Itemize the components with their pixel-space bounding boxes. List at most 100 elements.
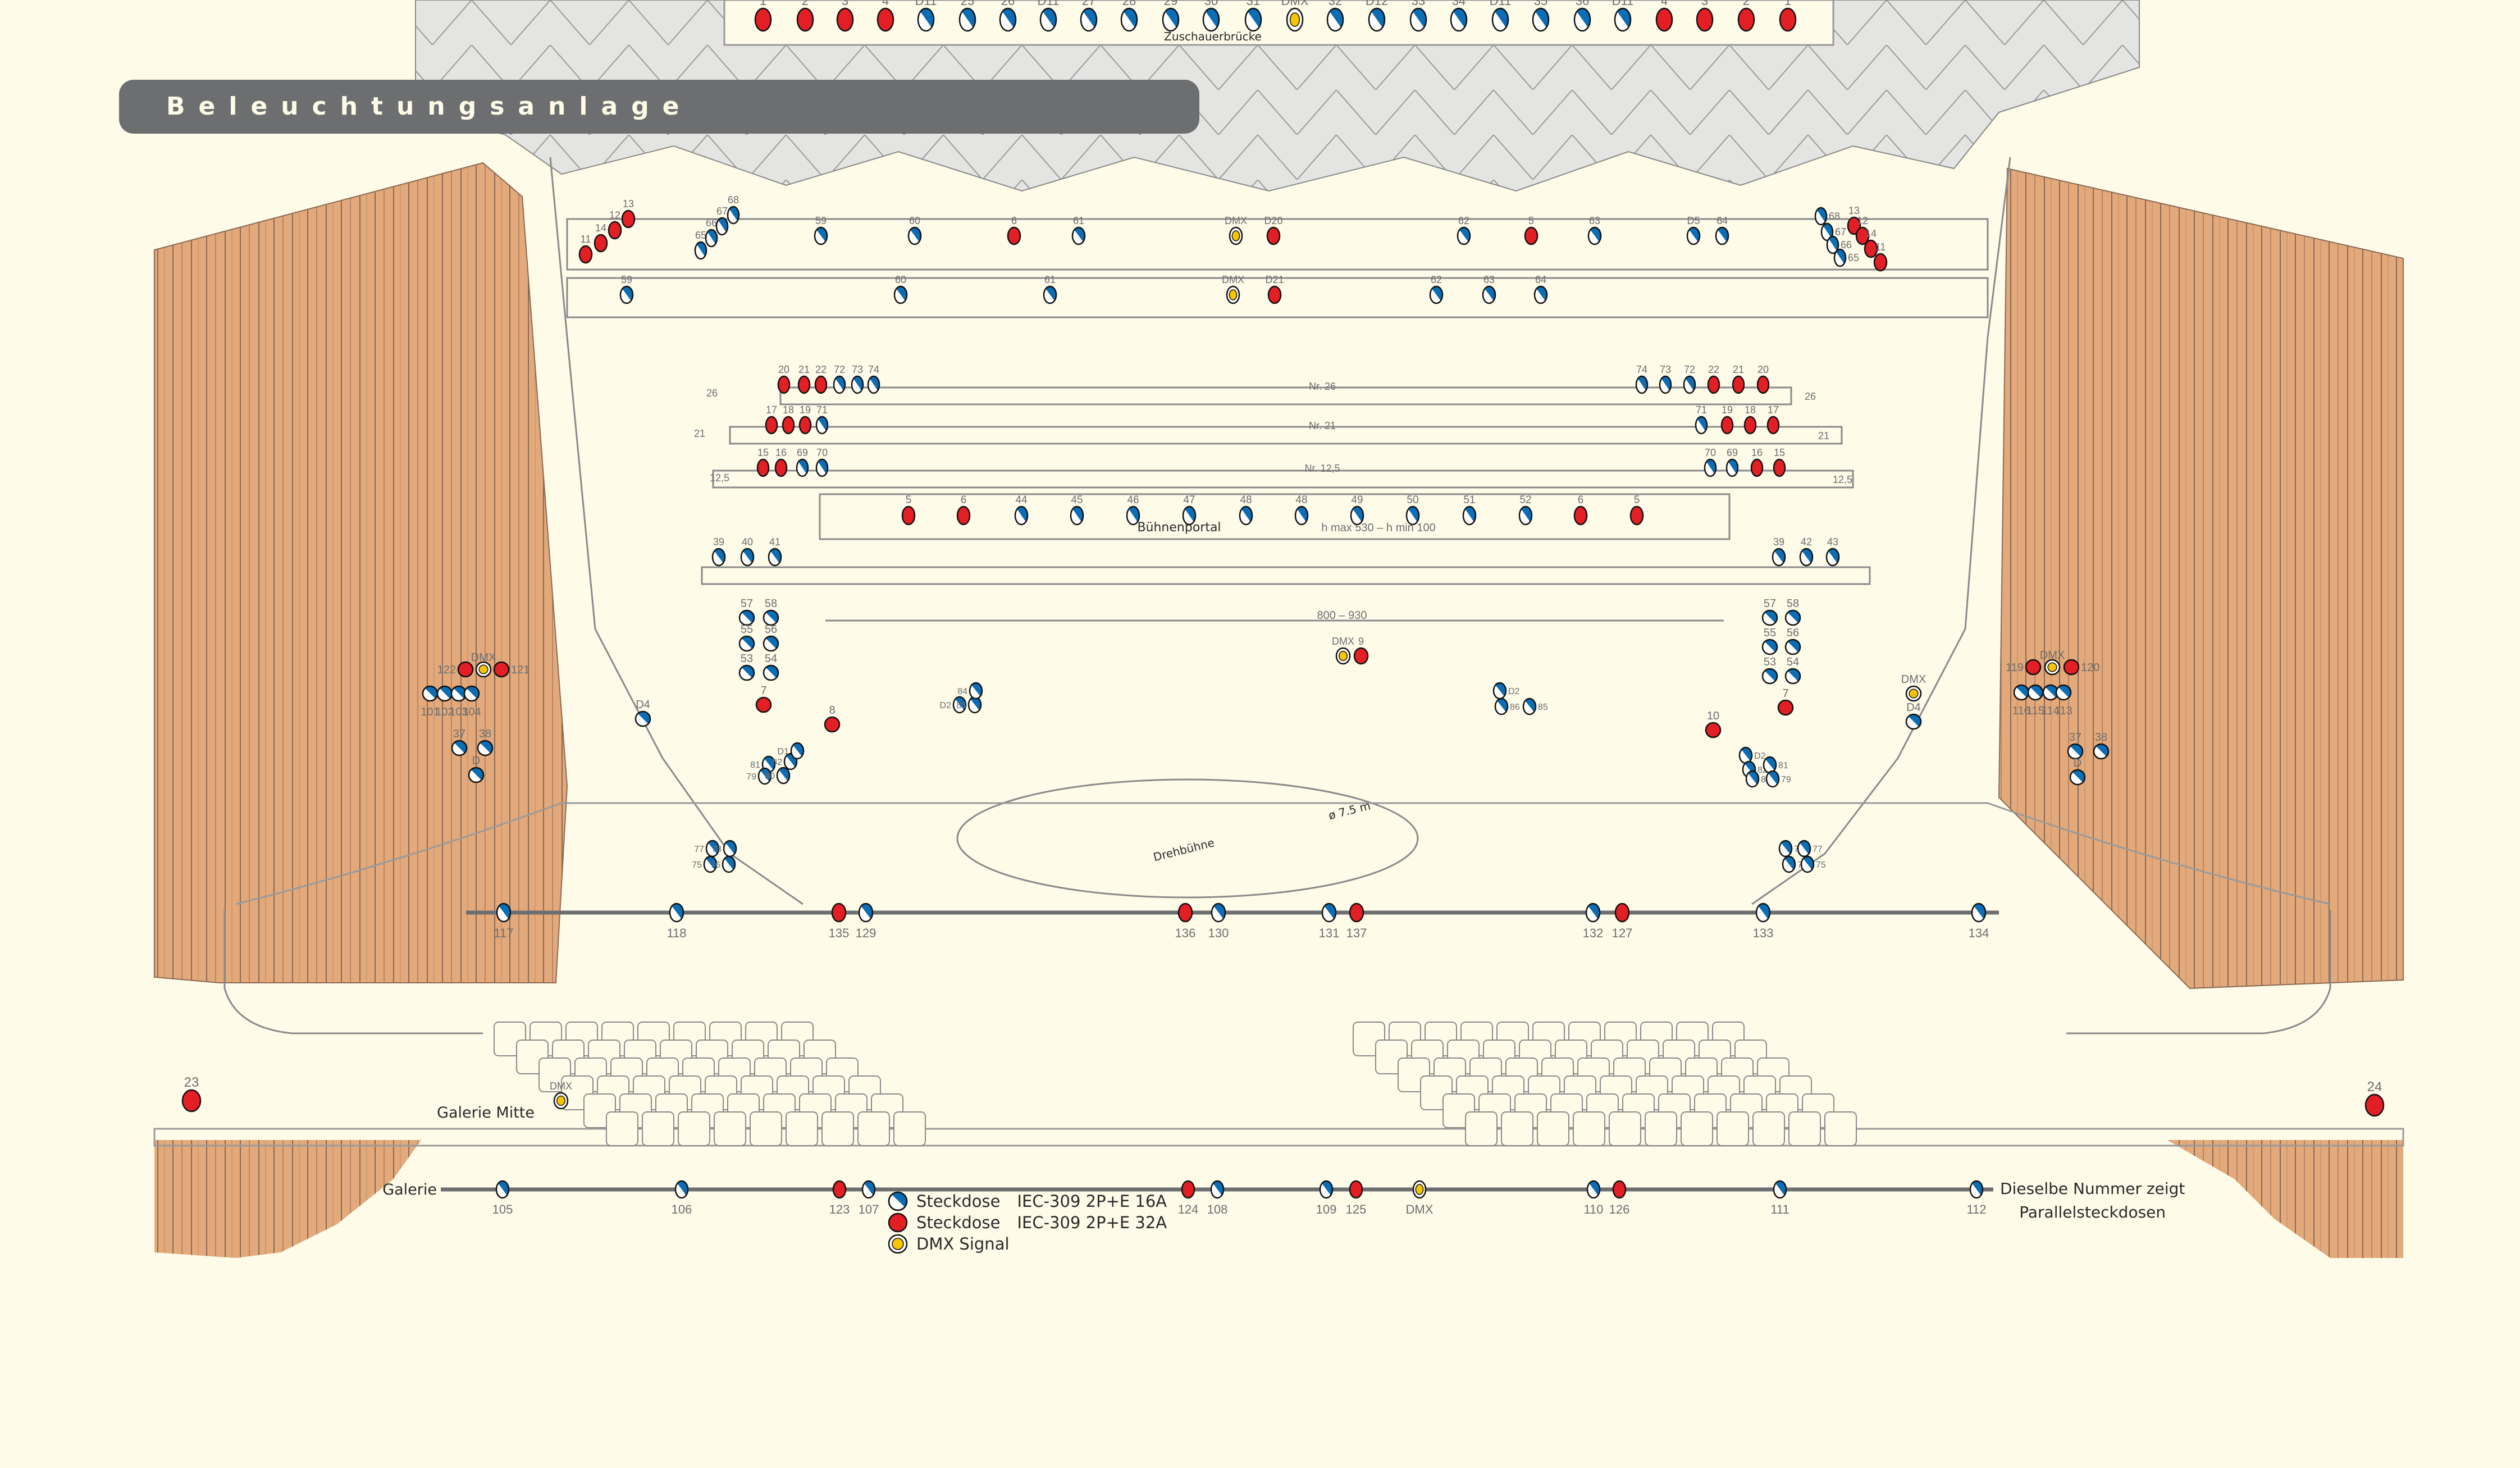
socket-16a-icon <box>1071 226 1086 245</box>
socket-16a-icon <box>1799 548 1814 567</box>
socket-16a-icon <box>1319 1180 1334 1199</box>
socket-16a-icon <box>1814 207 1828 226</box>
socket-16a-icon <box>1773 1180 1787 1199</box>
socket-16a-icon <box>477 740 494 756</box>
socket-16a-icon <box>763 609 779 626</box>
socket-32a-icon <box>594 234 608 253</box>
socket-label: 62 <box>1431 274 1442 285</box>
socket-label: D21 <box>1265 274 1284 285</box>
socket-16a-icon <box>1211 902 1226 923</box>
socket-16a-icon <box>669 902 684 923</box>
socket-label: 76 <box>710 860 720 870</box>
zuschauerbruecke-label: Zuschauerbrücke <box>1164 30 1262 43</box>
ceiling-structure <box>415 0 2140 192</box>
socket-label: 10 <box>1707 710 1719 722</box>
socket-label: 32 <box>1329 0 1342 8</box>
socket-16a-icon <box>1586 1180 1601 1199</box>
socket-label: 110 <box>1583 1202 1603 1216</box>
seat <box>821 1111 854 1146</box>
socket-32a-icon <box>1766 416 1780 435</box>
socket-16a-icon <box>1294 505 1309 526</box>
socket-label: 21 <box>1733 364 1744 375</box>
socket-label: 25 <box>961 0 974 8</box>
socket-16a-icon <box>495 1180 510 1199</box>
socket-label: 28 <box>1122 0 1136 8</box>
socket-label: 101 <box>421 706 439 718</box>
socket-16a-icon <box>815 458 829 477</box>
socket-16a-icon <box>1522 697 1537 715</box>
socket-label: 22 <box>1708 364 1719 375</box>
socket-32a-icon <box>836 7 854 32</box>
socket-32a-icon <box>1007 226 1021 245</box>
socket-16a-icon <box>1686 226 1701 245</box>
socket-label: 27 <box>1082 0 1095 8</box>
socket-32a-icon <box>1614 902 1630 923</box>
socket-label: D2 <box>1754 751 1766 761</box>
socket-16a-icon <box>1491 7 1509 32</box>
socket-32a-icon <box>824 716 841 733</box>
socket-label: 74 <box>868 364 879 375</box>
socket-16a-icon <box>1492 682 1507 700</box>
socket-16a-icon <box>2027 684 2044 701</box>
socket-label: 111 <box>1770 1202 1789 1216</box>
socket-label: 34 <box>1452 0 1466 8</box>
socket-label: 60 <box>895 274 906 285</box>
socket-label: 63 <box>1589 215 1600 226</box>
socket-label: 23 <box>184 1075 199 1090</box>
socket-label: 7 <box>760 685 766 697</box>
socket-16a-icon <box>1715 226 1729 245</box>
seat <box>1465 1111 1498 1146</box>
seat <box>1752 1111 1785 1146</box>
socket-label: 75 <box>692 860 702 870</box>
height-26-left: 26 <box>706 387 718 399</box>
dmx-signal-icon <box>1335 647 1351 665</box>
socket-label: 30 <box>1204 0 1218 8</box>
socket-32a-icon <box>755 696 772 713</box>
socket-label: 50 <box>1407 494 1418 506</box>
socket-16a-icon <box>705 840 720 858</box>
socket-label: 136 <box>1175 926 1196 940</box>
dmx-signal-icon <box>1229 226 1243 245</box>
audience-seating <box>494 1022 1857 1146</box>
socket-label: 134 <box>1969 926 1989 940</box>
socket-label: 13 <box>1848 205 1860 216</box>
socket-label: 106 <box>672 1202 692 1216</box>
socket-32a-icon <box>754 7 772 32</box>
socket-label: 56 <box>1787 627 1799 639</box>
socket-label: 61 <box>1073 215 1084 226</box>
socket-label: 35 <box>1534 0 1547 8</box>
socket-32a-icon <box>956 505 971 526</box>
socket-32a-icon <box>831 902 847 923</box>
socket-label: 105 <box>492 1202 513 1216</box>
socket-label: 65 <box>695 230 706 241</box>
socket-32a-icon <box>1777 699 1794 716</box>
socket-16a-icon <box>1826 235 1839 254</box>
socket-label: 21 <box>798 364 810 375</box>
socket-label: 113 <box>2055 705 2072 717</box>
socket-32a-icon <box>1873 253 1888 272</box>
socket-16a-icon <box>1761 639 1778 655</box>
portal-height-label: h max 530 – h min 100 <box>1321 522 1435 534</box>
socket-label: DMX <box>1225 215 1247 226</box>
socket-label: 81 <box>1778 761 1788 771</box>
socket-32a-icon <box>1732 375 1745 394</box>
socket-label: 74 <box>1636 364 1647 375</box>
socket-label: 108 <box>1207 1202 1228 1216</box>
socket-label: 112 <box>1966 1202 1986 1216</box>
socket-label: 77 <box>1813 845 1823 854</box>
socket-16a-icon <box>1725 458 1739 477</box>
socket-label: 77 <box>694 845 704 854</box>
socket-32a-icon <box>2025 659 2042 676</box>
socket-16a-icon <box>1326 7 1344 32</box>
socket-label: 45 <box>1071 494 1083 506</box>
socket-label: 70 <box>816 447 828 458</box>
socket-label: DMX <box>550 1081 572 1092</box>
socket-label: DMX <box>471 651 496 664</box>
socket-32a-icon <box>756 458 770 477</box>
socket-16a-icon <box>1778 840 1793 858</box>
socket-32a-icon <box>796 7 814 32</box>
socket-16a-icon <box>2042 684 2059 701</box>
socket-32a-icon <box>1743 416 1757 435</box>
socket-label: 61 <box>1044 274 1056 285</box>
